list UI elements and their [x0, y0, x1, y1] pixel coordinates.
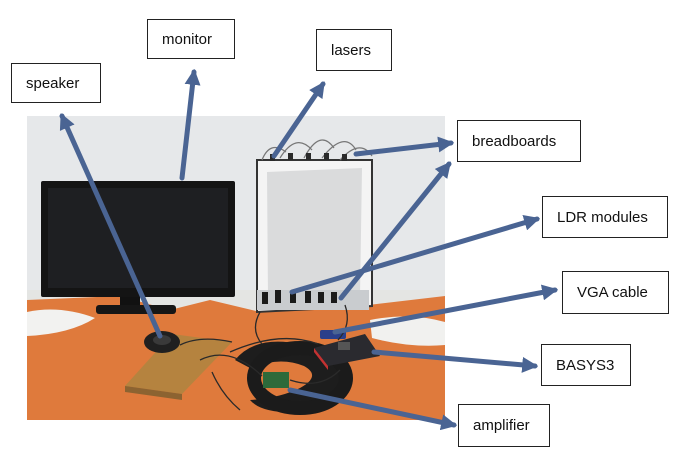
arrow-speaker: [59, 113, 163, 339]
arrow-breadboards-bottom: [338, 161, 452, 301]
label-breadboards: breadboards: [457, 120, 581, 162]
label-speaker: speaker: [11, 63, 101, 103]
arrow-vga: [332, 284, 559, 335]
arrow-lasers: [271, 81, 326, 159]
label-amplifier: amplifier: [458, 404, 550, 447]
arrow-amplifier: [287, 387, 458, 431]
annotation-arrows: [59, 68, 559, 431]
label-monitor: monitor: [147, 19, 235, 59]
wires-photo: [179, 304, 348, 411]
label-basys3: BASYS3: [541, 344, 631, 386]
amplifier-photo: [263, 372, 289, 388]
laser-enclosure-photo: [256, 139, 373, 314]
label-ldr-modules: LDR modules: [542, 196, 668, 238]
arrow-basys3: [371, 349, 539, 373]
table-white-shape-1: [27, 309, 95, 336]
monitor-photo: [41, 181, 235, 314]
basys3-photo: [314, 334, 380, 370]
table-dark-ring: [247, 341, 353, 415]
label-vga-cable: VGA cable: [562, 271, 669, 314]
arrow-monitor: [179, 68, 201, 181]
speaker-photo: [125, 331, 232, 400]
arrow-breadboards-top: [353, 136, 455, 157]
label-lasers: lasers: [316, 29, 392, 71]
arrow-ldr: [289, 214, 541, 295]
